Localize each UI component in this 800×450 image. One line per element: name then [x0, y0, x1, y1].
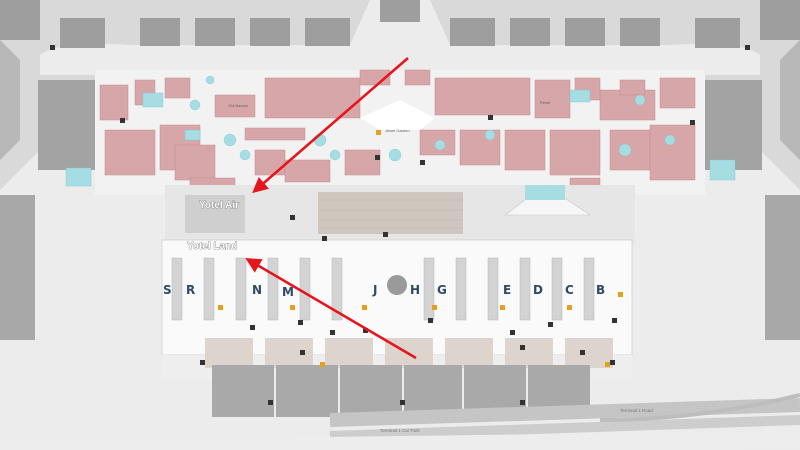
yotel-air-label[interactable]: Yotel Air [199, 200, 240, 212]
central-pillar [387, 275, 407, 295]
central-plaza [360, 100, 435, 130]
water-features [65, 75, 736, 187]
road-label-departures: Terminal 1 Road [620, 408, 653, 413]
row-letter-j[interactable]: J [372, 283, 377, 297]
poi-icons [50, 45, 750, 405]
retail-shops [99, 69, 696, 199]
yotel-air-block[interactable] [185, 195, 245, 233]
row-letter-d[interactable]: D [533, 283, 543, 297]
road-label-lower: Terminal 1 Car Park [380, 428, 421, 433]
row-letter-c[interactable]: C [565, 283, 574, 297]
row-letter-b[interactable]: B [596, 283, 605, 297]
atrium-grid [318, 199, 463, 229]
row-letter-n[interactable]: N [252, 283, 262, 297]
top-gate-piers [0, 0, 800, 48]
check-in-counters [171, 257, 595, 321]
poi-icons-yellow [218, 130, 623, 367]
row-letter-g[interactable]: G [437, 283, 447, 297]
row-letter-e[interactable]: E [503, 283, 511, 297]
row-letter-s[interactable]: S [163, 283, 172, 297]
arrow-to-yotel-air [252, 57, 409, 194]
yotel-land-label[interactable]: Yotel Land [187, 241, 238, 253]
row-letter-m[interactable]: M [282, 285, 294, 299]
poi-old-bazaar: Old Bazaar [228, 103, 249, 108]
arrow-to-yotel-land [245, 258, 417, 360]
row-letter-r[interactable]: R [186, 283, 195, 297]
fountain-pool [525, 185, 565, 200]
side-gate-piers [0, 40, 800, 340]
poi-jewel-garden: Jewel Garden [385, 128, 410, 133]
poi-retail: Retail [540, 100, 550, 105]
car-park-blocks [212, 365, 590, 417]
check-in-row-letters: S R N M J H G E D C B [163, 283, 605, 299]
row-letter-h[interactable]: H [410, 283, 420, 297]
roads [0, 393, 800, 450]
central-atrium [318, 192, 463, 234]
